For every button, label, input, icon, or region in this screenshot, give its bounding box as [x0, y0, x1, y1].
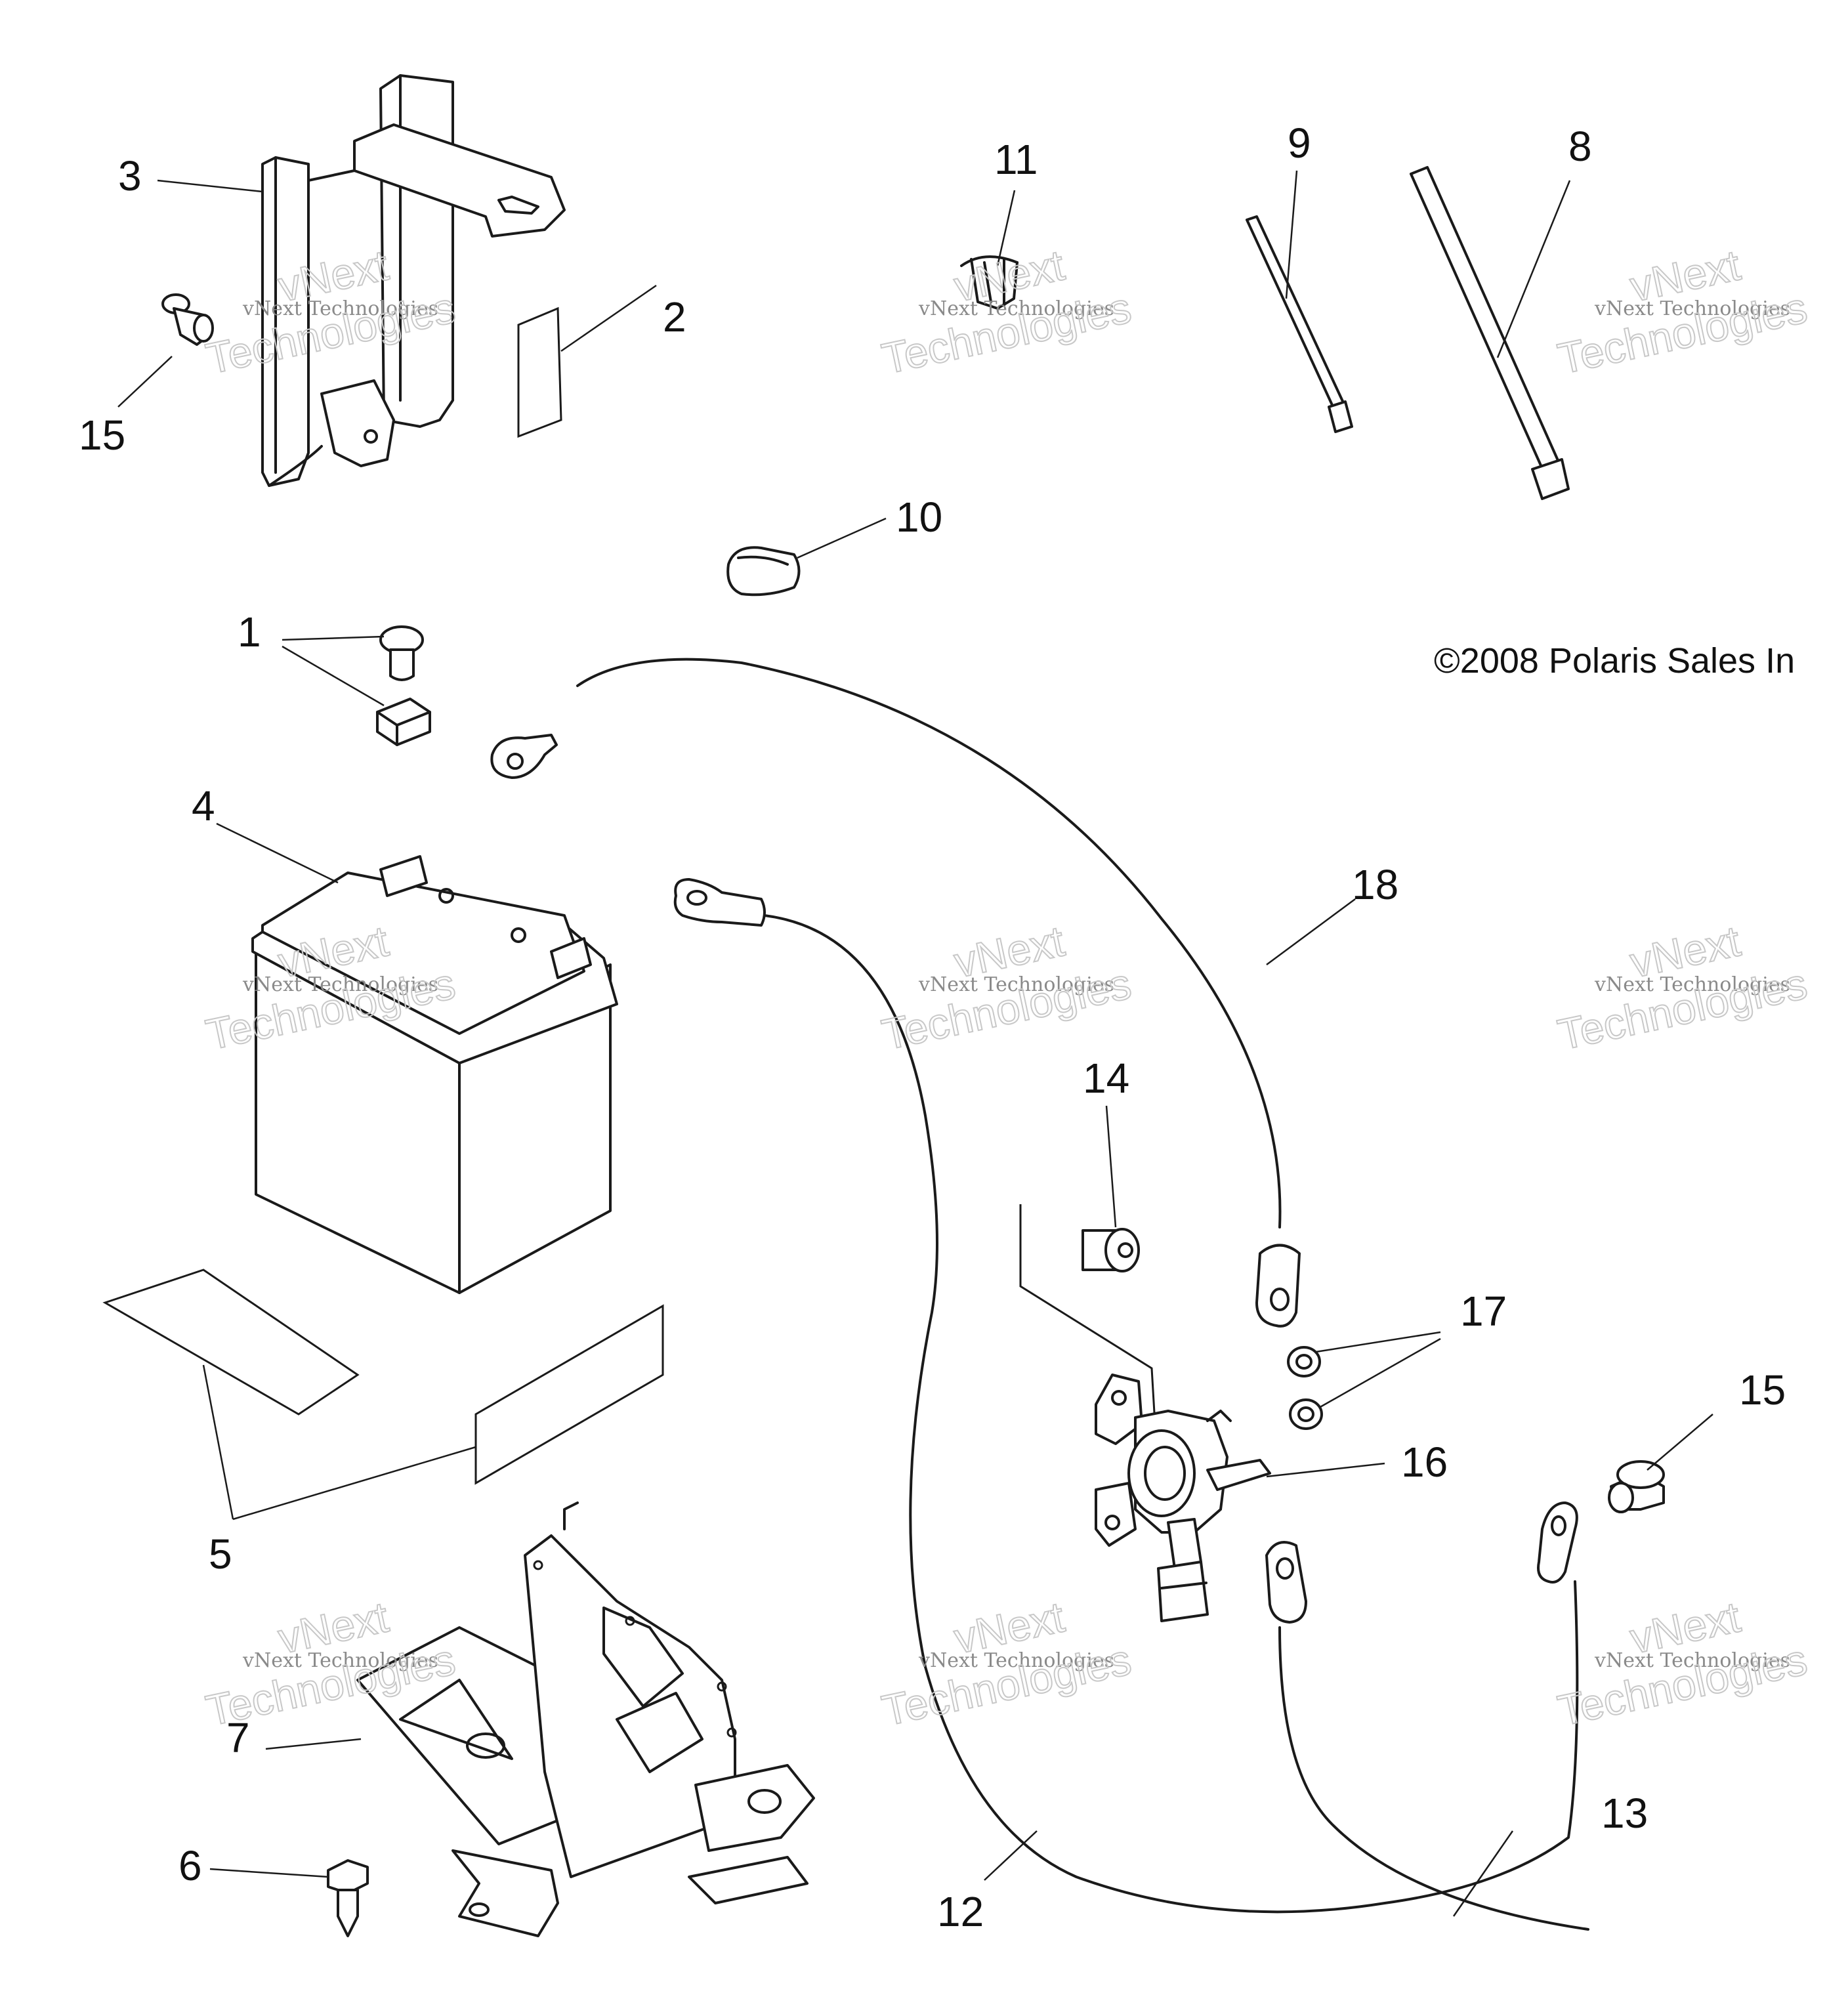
part-9-cable-tie — [1246, 215, 1353, 433]
callout-3: 3 — [118, 152, 142, 200]
callout-17: 17 — [1460, 1288, 1507, 1335]
watermark-text: vNext Technologies — [1594, 297, 1790, 320]
part-5-decal-left — [102, 1269, 360, 1416]
callout-12: 12 — [937, 1888, 984, 1935]
callout-2: 2 — [663, 293, 686, 341]
leader-lines — [117, 170, 1713, 1917]
part-4-battery — [251, 855, 618, 1294]
watermark: vNext Technologies vNext Technologies — [1553, 240, 1812, 383]
callout-13: 13 — [1601, 1790, 1648, 1837]
watermark-text: vNext Technologies — [1594, 973, 1790, 996]
part-1-bolt-nut — [376, 625, 431, 746]
watermark: vNext Technologies vNext Technologies — [1553, 915, 1812, 1059]
watermark-text: vNext Technologies — [918, 297, 1114, 320]
watermark: vNext Technologies vNext Technologies — [1553, 1591, 1812, 1735]
part-15-screw-right — [1608, 1460, 1665, 1513]
part-2-decal — [517, 306, 562, 438]
copyright-text: ©2008 Polaris Sales In — [1434, 641, 1795, 681]
callout-6: 6 — [178, 1842, 202, 1889]
callout-15-top: 15 — [79, 411, 125, 459]
callout-7: 7 — [226, 1714, 250, 1761]
watermark-text: vNext Technologies — [918, 1649, 1114, 1672]
callout-15-right: 15 — [1739, 1366, 1786, 1414]
part-7-battery-tray — [356, 1502, 815, 1937]
callout-10: 10 — [896, 494, 942, 541]
part-10-terminal-boot — [726, 546, 801, 597]
part-15-screw-top — [161, 293, 214, 346]
watermark: vNext Technologies vNext Technologies — [877, 915, 1136, 1059]
part-11-clip — [960, 255, 1018, 310]
ring-terminal-hole — [686, 890, 707, 906]
part-3-bracket — [261, 74, 566, 487]
part-18-cable — [576, 658, 1301, 1328]
watermark-text: vNext Technologies — [242, 1649, 438, 1672]
part-12-cable — [763, 914, 1579, 1914]
watermark-text: vNext Technologies — [1594, 1649, 1790, 1672]
part-8-cable-tie — [1410, 166, 1570, 500]
callout-5: 5 — [209, 1530, 232, 1578]
callout-1: 1 — [238, 608, 261, 656]
part-5-decal-right — [474, 1304, 664, 1485]
watermark: vNext Technologies vNext Technologies — [877, 240, 1136, 383]
part-16-solenoid — [1095, 1374, 1271, 1622]
callout-8: 8 — [1568, 123, 1592, 170]
callout-4: 4 — [192, 782, 215, 830]
part-6-screw — [327, 1859, 369, 1937]
callout-16: 16 — [1401, 1438, 1448, 1486]
watermark-text: vNext Technologies — [242, 297, 438, 320]
callout-18: 18 — [1352, 861, 1398, 908]
watermark-text: vNext Technologies — [242, 973, 438, 996]
watermark-text: vNext Technologies — [918, 973, 1114, 996]
part-17-nuts — [1287, 1346, 1323, 1430]
callout-9: 9 — [1288, 119, 1311, 167]
ring-terminal-top — [490, 734, 558, 779]
part-13-cable — [1265, 1541, 1589, 1931]
callout-14: 14 — [1083, 1055, 1129, 1102]
ring-terminal-hole — [507, 753, 524, 770]
callout-labels: 3 2 15 11 9 8 10 ©2008 Polaris Sales In … — [79, 119, 1795, 1935]
callout-11: 11 — [994, 136, 1038, 183]
part-14-screw — [1019, 1204, 1156, 1425]
